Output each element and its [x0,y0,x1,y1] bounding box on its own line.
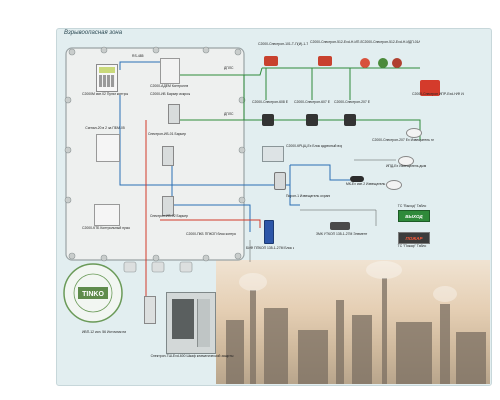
label-psu: ИВП-12 исп. 56 Источник питания [82,330,126,334]
flame-detector-512b [360,58,370,68]
label-cabinet: Спектрон-ТШ-Exd-600 Шкаф климатической з… [150,354,234,358]
climate-cabinet [166,292,216,354]
label-flame-512: С2000-Спектрон-512-Exd-Н-ИП-В-Exd-Н-ИП-В… [310,40,362,44]
label-flame-101: С2000-Спектрон-101-Т-П(И)-1-Т-Ф Извещате… [258,42,308,46]
manual-call-point [420,80,440,96]
label-dpls-mid: ДПЛС [224,112,234,116]
detector-207 [344,114,356,126]
smoke-detector-b [398,156,414,166]
detector-608 [262,114,274,126]
label-motion: Пирон-1 Извещатель охранный объемный [286,194,330,198]
label-addressable: С2000-КРЦЦ-Ex Блок адресный взрывоз ащищ… [286,144,342,148]
interface-block [264,220,274,244]
label-608: С2000-Спектрон-608 Ex Извещатель пламени [252,100,288,104]
label-adem: С2000-АДЕМ Контроллер [150,84,188,88]
label-s2000m: С2000М исп.02 Пульт контроля и управлени… [82,92,128,96]
company-seal: TINKO [62,262,124,324]
label-fire-sign: ТС "Пожар" Табло [397,244,427,248]
label-ktb: С2000-КТБ Контрольный пусковой блок [82,226,130,230]
motion-detector [274,172,286,190]
label-pkb: С2000-ПКБ ППКОП блок контроля пусковых [186,232,236,236]
label-dpls-top: ДПЛС [224,66,234,70]
ktb-module [94,204,120,226]
detector-607 [306,114,318,126]
flame-detector-512c [378,58,388,68]
label-signal20: Сигнал-20 в 2 за ПБМ-05 [85,126,125,130]
label-ib01: Спектрон-ИБ-01 Барьер искрозащиты [148,132,186,136]
controller-keypad [96,64,118,92]
label-ipd-ex: ИПД-Ex Извещатель дымовой [386,164,426,168]
label-bif: БИФ ППКОП 135-1-27М Блок интерфейсный вз… [246,246,294,250]
label-exit-sign: ТС "Выход" Табло [397,204,427,208]
label-barrier-ib: С2000-ИБ Барьер искрозащиты [150,92,190,96]
label-ib02: Спектрон-ИБ-02 Барьер искрозащиты [150,214,188,218]
refinery-photo [216,260,490,384]
label-flame-512b: С2000-Спектрон-512-Exd-Н-ИДП-01/02/03 Ex… [362,40,420,44]
fire-sign: ПОЖАР [398,232,430,244]
svg-text:TINKO: TINKO [82,291,104,298]
signal20-module [96,134,120,162]
switching-element [330,222,350,230]
addressable-block [262,146,284,162]
flame-detector-512d [392,58,402,68]
magnetic-contact [350,176,364,182]
exit-sign: ВЫХОД [398,210,430,222]
label-607: С2000-Спектрон-607 Ex Извещатель пламени [294,100,330,104]
barrier-ib [168,104,180,124]
barrier-ib01 [162,146,174,166]
label-207: С2000-Спектрон-207 Exd [334,100,370,104]
module-adem [160,58,180,84]
power-supply [144,296,156,324]
barrier-ib02 [162,196,174,216]
zone-title: Взрывоопасная зона [64,30,123,36]
smoke-detector-a [406,128,422,138]
label-mk-ex: МК-Ex исп.2 Извещатель магнитоконтактный [346,182,394,186]
label-manual-call: С2000-Спектрон ИПР-Exd-Н/Ф Извещатель ру… [412,92,464,96]
label-rs485: RS-485 [132,54,144,58]
label-ip102: С2000-Спектрон-207 Ex Извещатель пламени [372,138,434,142]
smoke-detector-c [386,180,402,190]
label-zmk: ЗМК УТКОП 135-1-27М Элемент выносной ком… [316,232,368,236]
flame-detector-512 [318,56,332,66]
flame-detector-101 [264,56,278,66]
